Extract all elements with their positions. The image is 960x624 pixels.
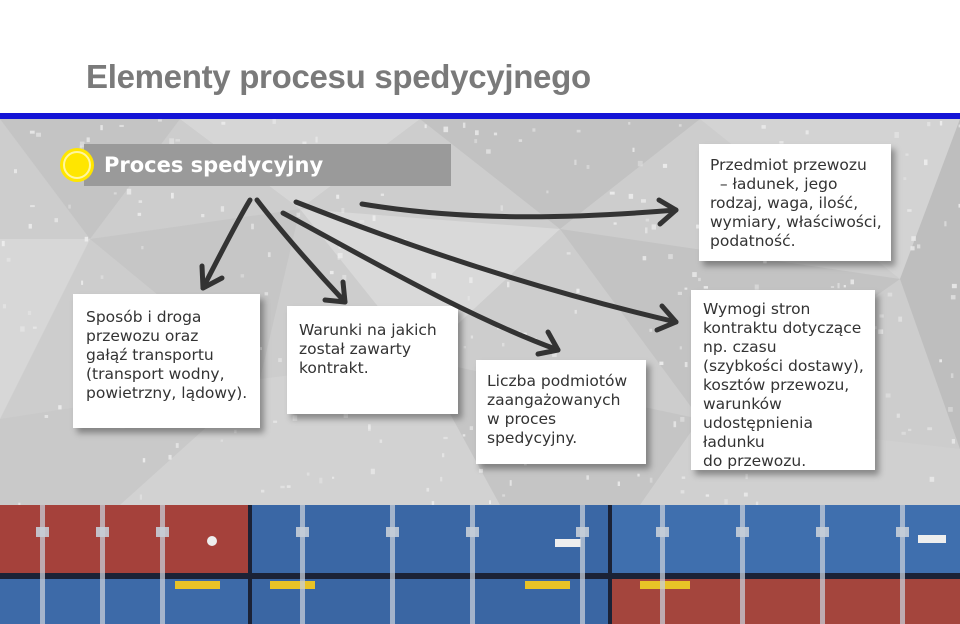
box-line: kosztów przewozu, xyxy=(703,376,850,394)
box-line: kontrakt. xyxy=(299,359,369,377)
box-line: wymiary, właściwości, xyxy=(710,213,882,231)
arrows-layer xyxy=(199,197,679,357)
box-line: zaangażowanych xyxy=(487,391,621,409)
process-header-bar xyxy=(84,144,451,186)
box-line: powietrzny, lądowy). xyxy=(86,384,248,402)
entities-box: Liczba podmiotów zaangażowanych w proces… xyxy=(476,360,646,464)
box-line: rodzaj, waga, ilość, xyxy=(710,194,859,212)
arrow-to-subject xyxy=(359,197,679,227)
arrow-to-entities xyxy=(280,210,561,357)
box-line: Warunki na jakich xyxy=(299,321,437,339)
process-header-label: Proces spedycyjny xyxy=(104,153,324,177)
transport-box: Sposób i droga przewozu oraz gałąź trans… xyxy=(73,294,260,428)
conditions-box: Warunki na jakich został zawarty kontrak… xyxy=(287,306,458,414)
subject-box: Przedmiot przewozu – ładunek, jego rodza… xyxy=(699,144,891,261)
box-line: ładunku xyxy=(703,433,765,451)
box-line: np. czasu xyxy=(703,338,777,356)
arrow-to-conditions xyxy=(254,197,348,305)
box-line: kontraktu dotyczące xyxy=(703,319,862,337)
page-title: Elementy procesu spedycyjnego xyxy=(86,58,591,95)
requirements-box: Wymogi stron kontraktu dotyczące np. cza… xyxy=(691,290,875,470)
box-line: Przedmiot przewozu xyxy=(710,156,867,174)
box-line: (transport wodny, xyxy=(86,365,225,383)
box-line: udostępnienia xyxy=(703,414,813,432)
box-line: gałąź transportu xyxy=(86,346,214,364)
title-divider xyxy=(0,113,960,119)
box-line: (szybkości dostawy), xyxy=(703,357,864,375)
arrow-to-transport xyxy=(199,197,253,291)
box-line: Sposób i droga xyxy=(86,308,202,326)
shipping-containers-image xyxy=(0,505,960,624)
box-line: w proces xyxy=(487,410,557,428)
box-line: warunków xyxy=(703,395,782,413)
box-line: – ładunek, jego xyxy=(710,175,838,193)
box-line: spedycyjny. xyxy=(487,429,578,447)
box-line: podatność. xyxy=(710,232,796,250)
arrow-to-requirements xyxy=(293,199,679,333)
box-line: przewozu oraz xyxy=(86,327,199,345)
box-line: został zawarty xyxy=(299,340,412,358)
box-line: Liczba podmiotów xyxy=(487,372,628,390)
box-line: Wymogi stron xyxy=(703,300,811,318)
box-line: do przewozu. xyxy=(703,452,807,470)
sun-icon xyxy=(60,148,94,182)
